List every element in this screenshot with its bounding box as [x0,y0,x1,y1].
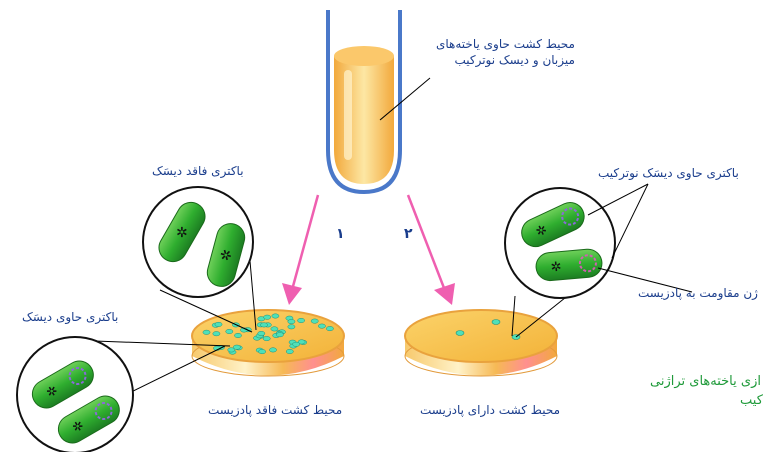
colony [215,322,222,326]
colony [234,333,241,337]
colony [288,325,295,329]
colony [259,349,266,353]
petri-dish-without-antibiotic [192,310,344,376]
colony [311,319,318,323]
tube-label: محیط کشت حاوی یاخته‌های میزبان و دیسک نو… [436,36,575,68]
colony [293,342,300,346]
with-plasmid-bacteria-label: باکتری حاوی دیسَک [22,309,118,325]
colony [326,326,333,330]
no-plasmid-bacteria-label: باکتری فاقد دیسَک [152,163,244,179]
arrow-1 [282,195,318,305]
cut-off-text-line1: ازی یاخته‌های تراژنی [650,373,761,391]
colony [260,323,267,327]
colony [258,331,265,335]
colony [298,318,305,322]
step-2-number: ۲ [404,226,413,242]
colony [203,330,210,334]
arrow-2 [408,195,455,305]
colony [271,327,278,331]
zoom-bacteria-without-plasmid: ✲ ✲ [143,187,256,332]
colony [263,336,270,340]
colony [269,348,276,352]
step-1-number: ۱ [336,226,345,242]
cut-off-text-line2: کیب [740,392,763,410]
petri-dish-with-antibiotic [405,310,557,376]
colony [288,319,295,323]
colony [318,324,325,328]
colony [228,348,235,352]
colony [226,329,233,333]
zoom-bacteria-with-recombinant-plasmid: ✲ ✲ [505,184,692,337]
tube-label-line2: میزبان و دیسک نوترکیب [436,52,575,68]
plate-without-antibiotic-label: محیط کشت فاقد پادزیست [208,402,342,418]
colony [276,333,283,337]
plate-with-antibiotic-label: محیط کشت دارای پادزیست [420,402,560,418]
bacterium: ✲ [535,248,603,282]
svg-text:✲: ✲ [550,260,562,276]
recombinant-plasmid-bacteria-label: باکتری حاوی دیسَک نوترکیب [598,165,739,181]
colony [286,349,293,353]
colony [264,315,271,319]
test-tube [328,10,400,192]
colony [213,332,220,336]
tube-label-line1: محیط کشت حاوی یاخته‌های [436,36,575,52]
colony [272,314,279,318]
resistance-gene-label: ژن مقاومت به پادزیست [638,285,758,301]
